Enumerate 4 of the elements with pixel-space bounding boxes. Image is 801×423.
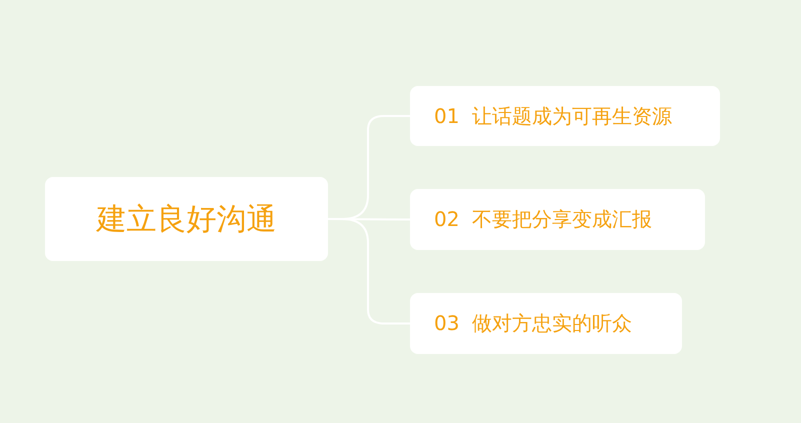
branch-box: 02 不要把分享变成汇报: [410, 189, 705, 250]
branch-box: 03 做对方忠实的听众: [410, 293, 682, 354]
topic-box: 建立良好沟通: [45, 177, 328, 261]
branch-box: 01 让话题成为可再生资源: [410, 86, 720, 146]
